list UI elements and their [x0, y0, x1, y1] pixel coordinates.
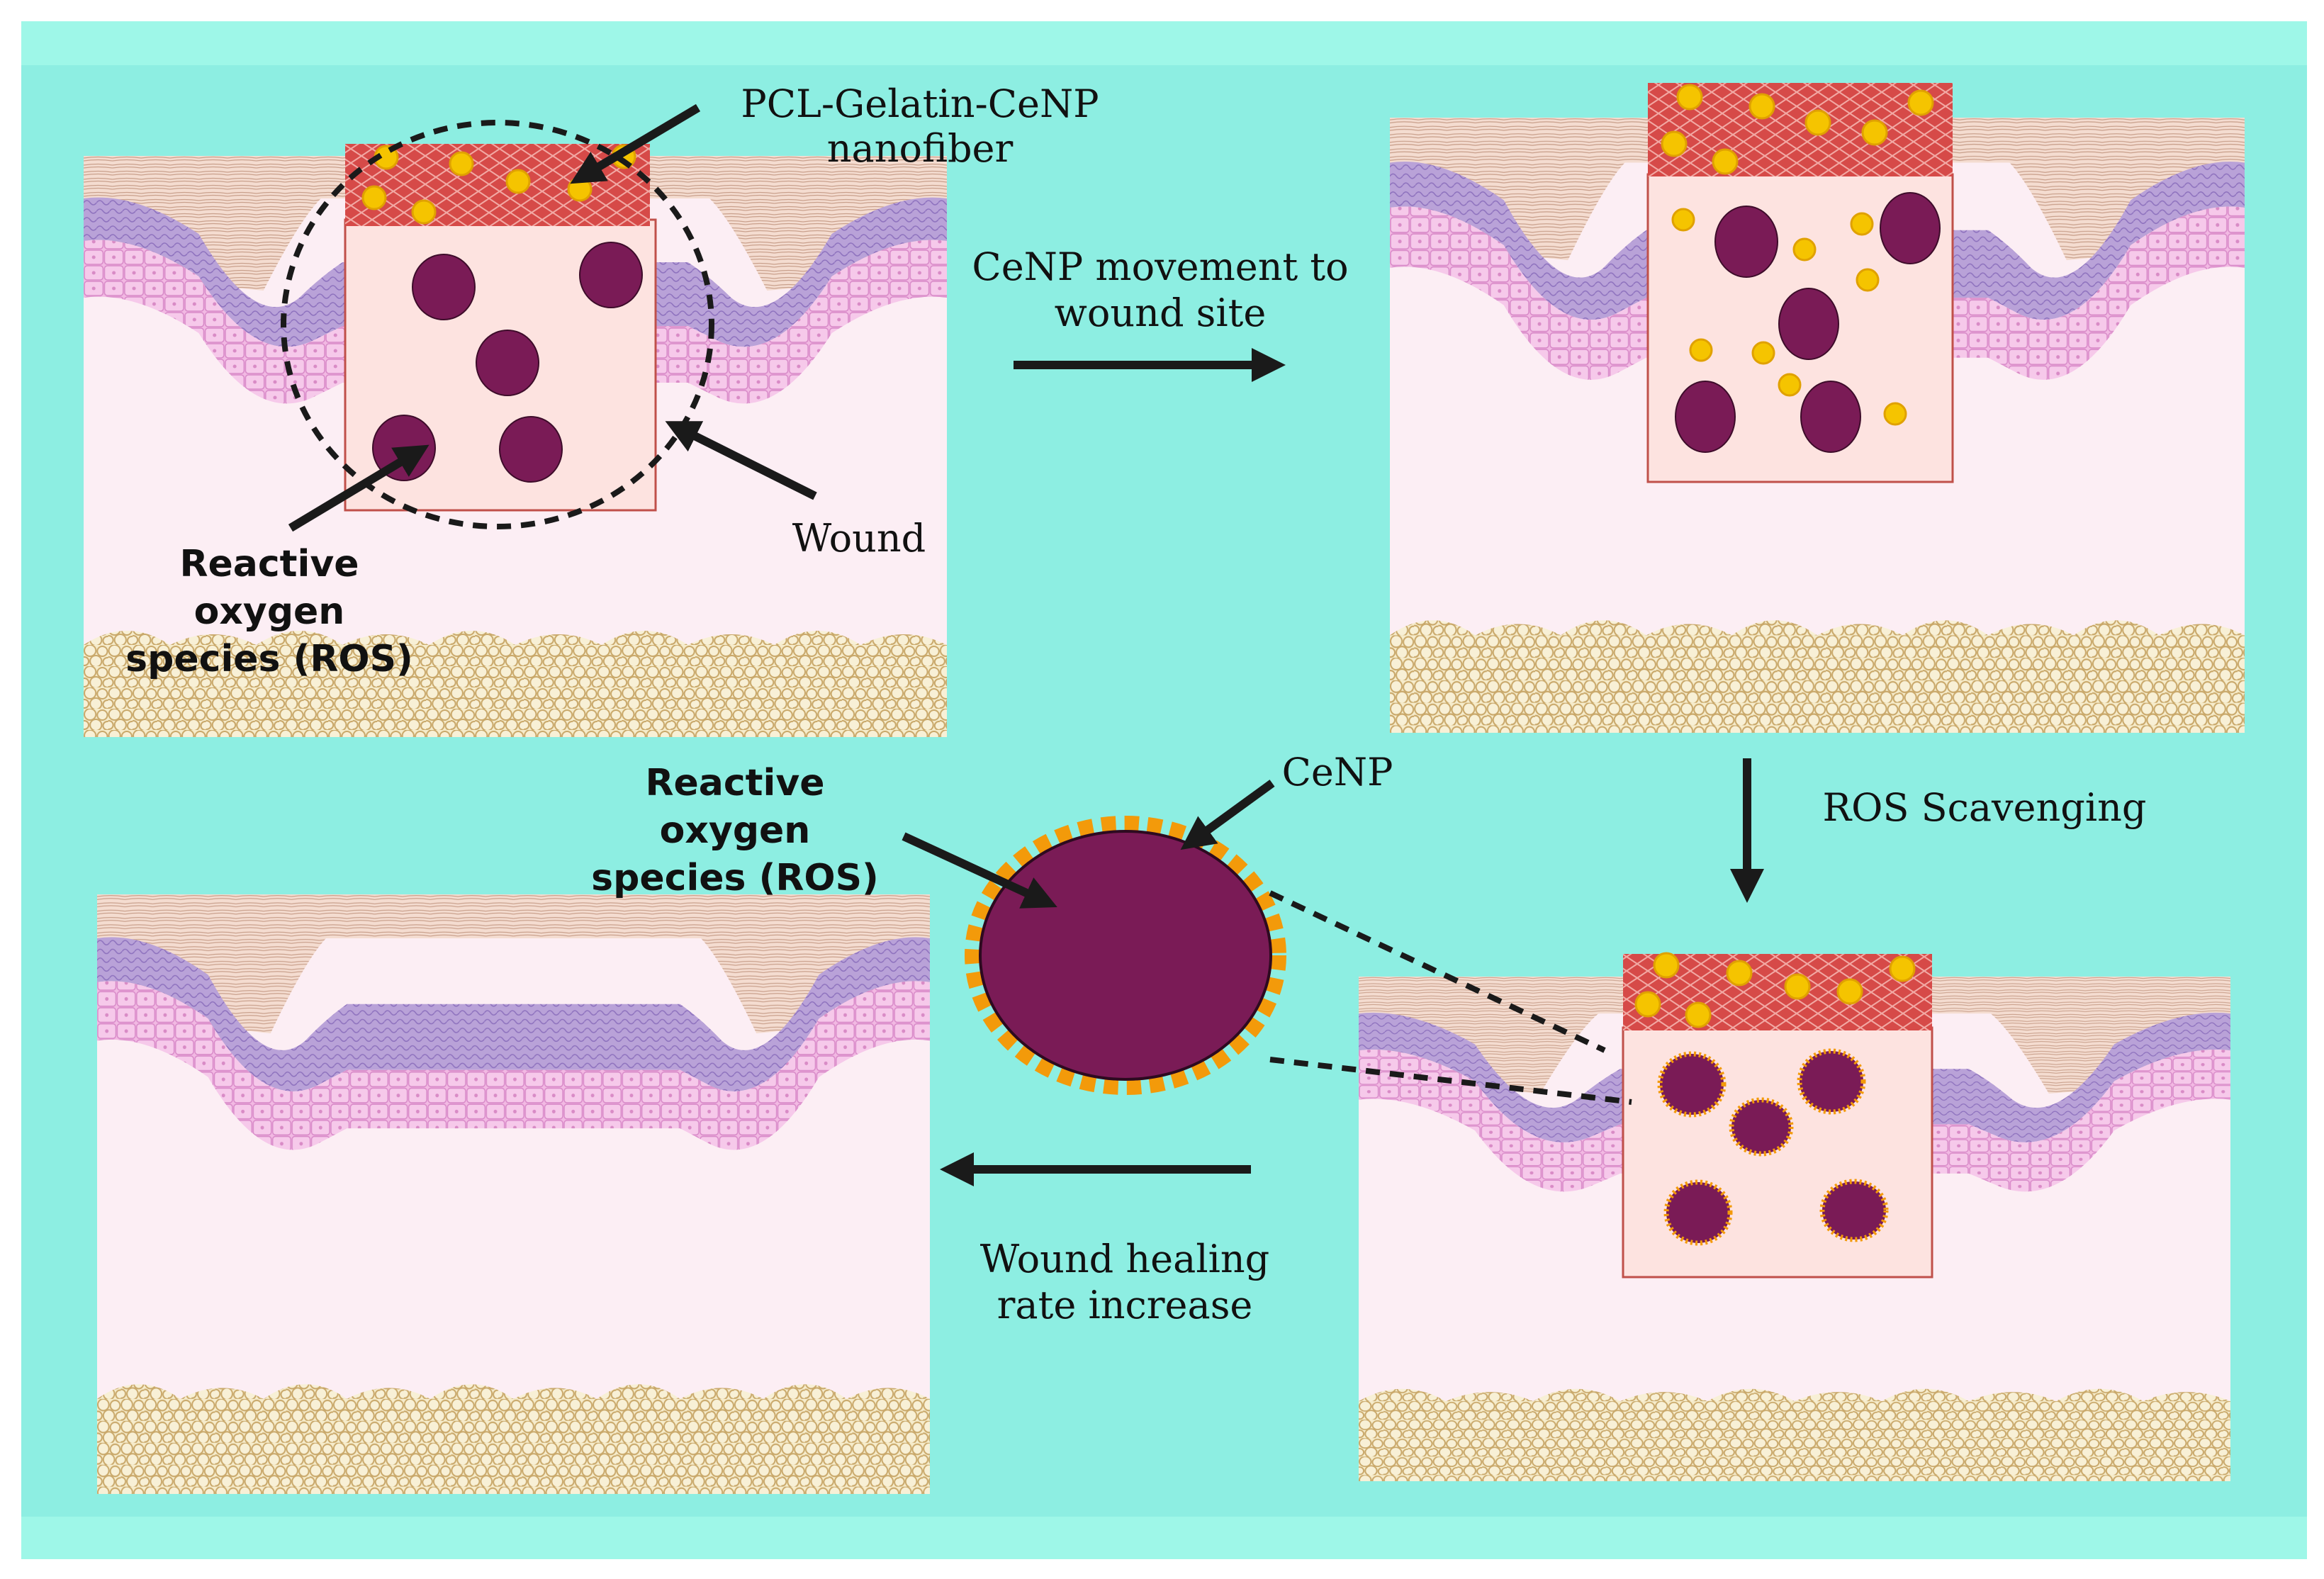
label-cenp: CeNP [1282, 750, 1393, 794]
ros-particles [372, 242, 643, 483]
panel-ros-scavenging [1359, 952, 2230, 1481]
label-wound: Wound [792, 516, 926, 561]
label-nanofiber-line2: nanofiber [827, 126, 1014, 171]
arrow-ros-top [288, 444, 430, 532]
zoom-circle [281, 120, 714, 529]
arrows [288, 103, 1764, 1186]
label-movement-line2: wound site [1055, 291, 1267, 335]
arrow-wound [665, 421, 817, 500]
label-ros-middle-line3: species (ROS) [591, 857, 879, 899]
label-ros-middle-line1: Reactive [645, 762, 824, 804]
coated-ros-particles [1657, 1048, 1889, 1246]
label-scavenging: ROS Scavenging [1823, 785, 2147, 830]
nanoparticles [1634, 952, 1916, 1028]
label-nanofiber-line1: PCL-Gelatin-CeNP [741, 82, 1099, 126]
arrow-cenp [1180, 780, 1275, 850]
label-movement-line1: CeNP movement to [972, 245, 1348, 289]
label-ros-top-line1: Reactive [179, 543, 359, 585]
label-ros-top-line3: species (ROS) [125, 638, 413, 680]
label-healing-line1: Wound healing [980, 1237, 1269, 1281]
background-bottom-band [21, 1517, 2307, 1559]
panel-cenp-movement [1390, 83, 2245, 733]
background-top-band [21, 21, 2307, 65]
label-healing-line2: rate increase [997, 1283, 1253, 1327]
label-ros-top-line2: oxygen [194, 590, 345, 633]
panel-initial-wound [84, 120, 947, 737]
label-ros-middle-line2: oxygen [660, 809, 811, 852]
nanoparticles [1661, 84, 1934, 426]
arrow-nanofiber [570, 103, 701, 184]
ros-particles [1675, 192, 1941, 453]
arrow-ros-middle [902, 832, 1057, 909]
panel-healed-skin [97, 894, 930, 1494]
